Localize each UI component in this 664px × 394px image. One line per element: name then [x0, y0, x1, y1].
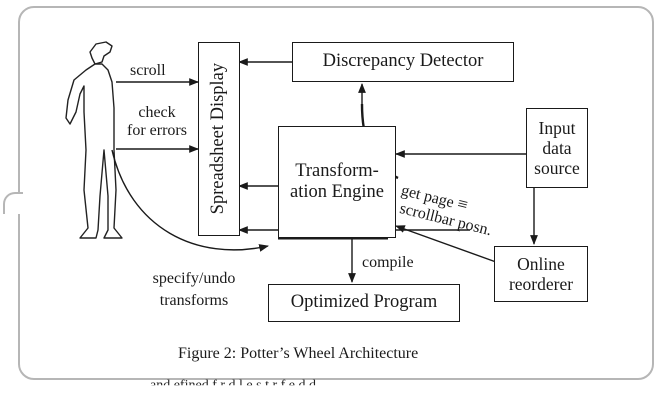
compile-label: compile [362, 254, 414, 271]
clipped-body-text: and efined f r d l e s t r f e d d [150, 378, 316, 393]
online-reorderer-label-1: Online [517, 253, 565, 274]
optimized-program-box: Optimized Program [268, 284, 460, 322]
spreadsheet-display-label: Spreadsheet Display [208, 63, 229, 215]
input-source-label-2: data [542, 137, 572, 158]
user-icon [65, 41, 123, 239]
frame-side-tab [3, 192, 23, 214]
specify-undo-label: specify/undo transforms [152, 270, 236, 309]
figure-caption: Figure 2: Potter’s Wheel Architecture [178, 345, 419, 362]
input-source-label-1: Input [538, 117, 576, 138]
scroll-label: scroll [130, 62, 166, 79]
discrepancy-detector-box: Discrepancy Detector [292, 42, 514, 82]
online-reorderer-box: Online reorderer [494, 246, 588, 302]
transformation-engine-box: Transform- ation Engine [278, 126, 396, 238]
check-for-errors-label: check for errors [127, 104, 187, 139]
input-data-source-box: Input data source [526, 108, 588, 188]
transformation-engine-label-2: ation Engine [289, 182, 385, 202]
input-source-label-3: source [534, 158, 580, 179]
online-reorderer-label-2: reorderer [508, 274, 574, 294]
transformation-engine-label-1: Transform- [295, 160, 379, 181]
spreadsheet-display-box: Spreadsheet Display [198, 42, 240, 236]
